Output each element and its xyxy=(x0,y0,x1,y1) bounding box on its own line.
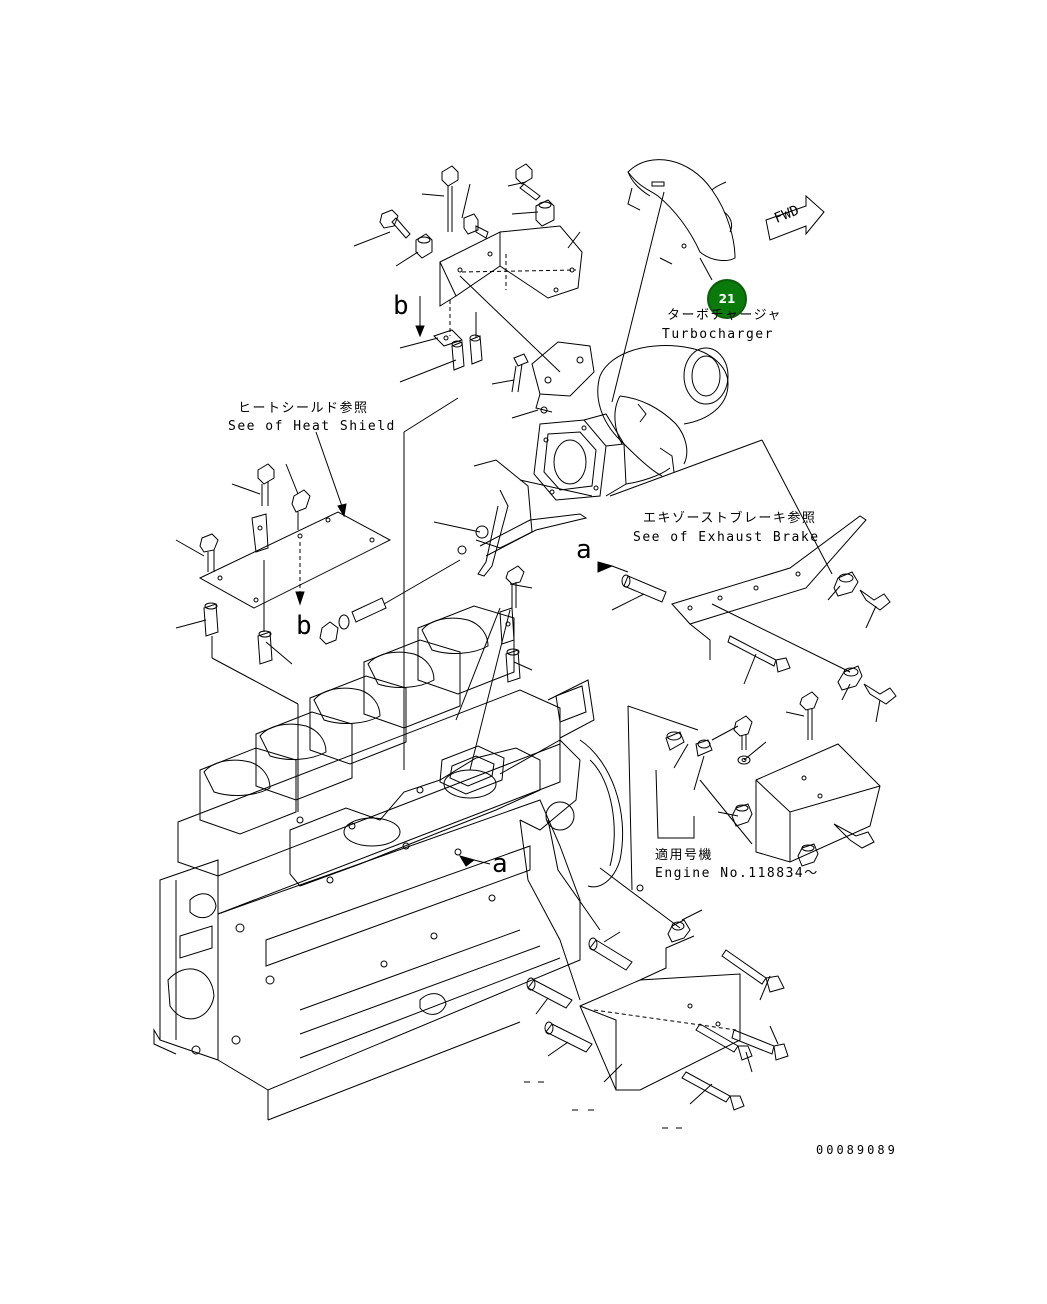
section-letter-a-upper: a xyxy=(576,535,592,565)
bolt-8 xyxy=(864,684,896,704)
bolt-7 xyxy=(728,636,790,672)
figure-number: 00089089 xyxy=(816,1143,898,1157)
engine-block xyxy=(154,606,643,1120)
heat-shield-ref-en: See of Heat Shield xyxy=(228,419,396,434)
bolt-2 xyxy=(516,164,540,200)
bolt-14 xyxy=(696,1024,752,1060)
clip-1 xyxy=(434,330,462,346)
spacer-2 xyxy=(470,335,482,364)
heat-shield-clip xyxy=(252,514,268,552)
heat-shield-bolt-3 xyxy=(200,534,218,572)
dowel-1 xyxy=(622,575,666,602)
clip-2 xyxy=(500,608,514,644)
exhaust-brake-ref-en: See of Exhaust Brake xyxy=(633,530,820,545)
dowel-3 xyxy=(527,978,572,1008)
turbocharger-label-en: Turbocharger xyxy=(662,327,774,342)
engine-applicability-en: Engine No.118834〜 xyxy=(655,866,819,881)
side-bracket xyxy=(672,516,866,660)
lower-cover xyxy=(756,744,880,862)
collar-7 xyxy=(668,920,690,942)
exhaust-brake-ref-jp: エキゾーストブレーキ参照 xyxy=(643,511,817,526)
dowel-4 xyxy=(545,1022,592,1052)
washer-1 xyxy=(738,756,750,764)
heat-shield-bolt-2 xyxy=(292,490,310,530)
section-letter-b-upper: b xyxy=(393,291,409,321)
turbo-heat-shield xyxy=(628,160,735,264)
bolt-15 xyxy=(682,1072,744,1110)
callout-number: 21 xyxy=(718,292,736,306)
collar-3 xyxy=(834,572,858,596)
collar-1 xyxy=(536,200,554,226)
spacer-6 xyxy=(696,740,712,756)
bolt-11 xyxy=(834,824,874,848)
bolt-9 xyxy=(734,716,752,750)
spacer-4 xyxy=(258,631,272,664)
bolt-5 xyxy=(512,354,528,392)
heat-shield-ref-jp: ヒートシールド参照 xyxy=(238,401,369,416)
turbocharger-label-jp: ターボチャージャ xyxy=(667,308,782,323)
heat-shield-plate xyxy=(200,512,390,608)
exhaust-brake-rod xyxy=(458,460,586,576)
fwd-arrow xyxy=(766,196,824,240)
bolt-13 xyxy=(732,1030,788,1060)
collar-4 xyxy=(838,666,862,690)
spacer-5 xyxy=(666,732,684,750)
bolt-4 xyxy=(380,210,410,238)
turbocharger xyxy=(534,346,728,500)
collar-5 xyxy=(732,804,752,826)
bottom-cover xyxy=(580,936,740,1090)
collar-2 xyxy=(416,234,432,258)
bolt-3 xyxy=(464,214,488,238)
bolt-12 xyxy=(722,950,784,992)
heat-shield-bolt-1 xyxy=(258,464,274,506)
dowel-2 xyxy=(589,938,632,970)
upper-bracket xyxy=(440,226,582,306)
collar-6 xyxy=(798,844,818,866)
engine-applicability-jp: 適用号機 xyxy=(655,848,714,863)
section-letter-a-lower: a xyxy=(492,849,508,879)
section-letter-b-lower: b xyxy=(296,611,312,641)
upper-mid-bolt xyxy=(506,566,524,608)
part-callout-21[interactable]: 21 xyxy=(707,279,747,319)
bolt-6 xyxy=(860,590,890,610)
stud-nut xyxy=(320,598,386,644)
bolt-10 xyxy=(800,692,818,740)
turbo-bracket xyxy=(532,342,594,412)
bolt-1 xyxy=(442,166,458,232)
spacer-7 xyxy=(506,649,520,682)
spacer-3 xyxy=(204,603,218,636)
spacer-1 xyxy=(452,341,464,370)
